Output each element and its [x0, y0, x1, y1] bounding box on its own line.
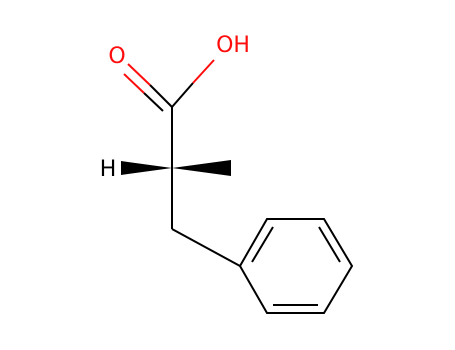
atom-label-hydrogen: H: [100, 157, 117, 182]
ch2-ring-bond: [171, 228, 241, 267]
carbonyl-double-bond-carbon-half: [143, 92, 164, 112]
hydroxyl-bond-oxygen-half: [192, 59, 215, 84]
carbonyl-bond-oxygen-half: [127, 63, 151, 86]
carbonyl-bond-carbon-half: [149, 84, 173, 108]
hydrogen-hashed-wedge: [121, 161, 172, 175]
atom-label-carbonyl-oxygen: O: [108, 44, 125, 69]
benzene-ring: [238, 218, 354, 314]
carbonyl-double-bond-oxygen-half: [123, 73, 145, 94]
hydroxyl-bond-carbon-half: [171, 82, 194, 108]
ring-double-bond-2: [318, 226, 341, 263]
ring-double-bond-1: [251, 226, 274, 263]
atom-label-hydroxyl: OH: [216, 33, 250, 58]
methyl-solid-wedge: [172, 160, 231, 176]
